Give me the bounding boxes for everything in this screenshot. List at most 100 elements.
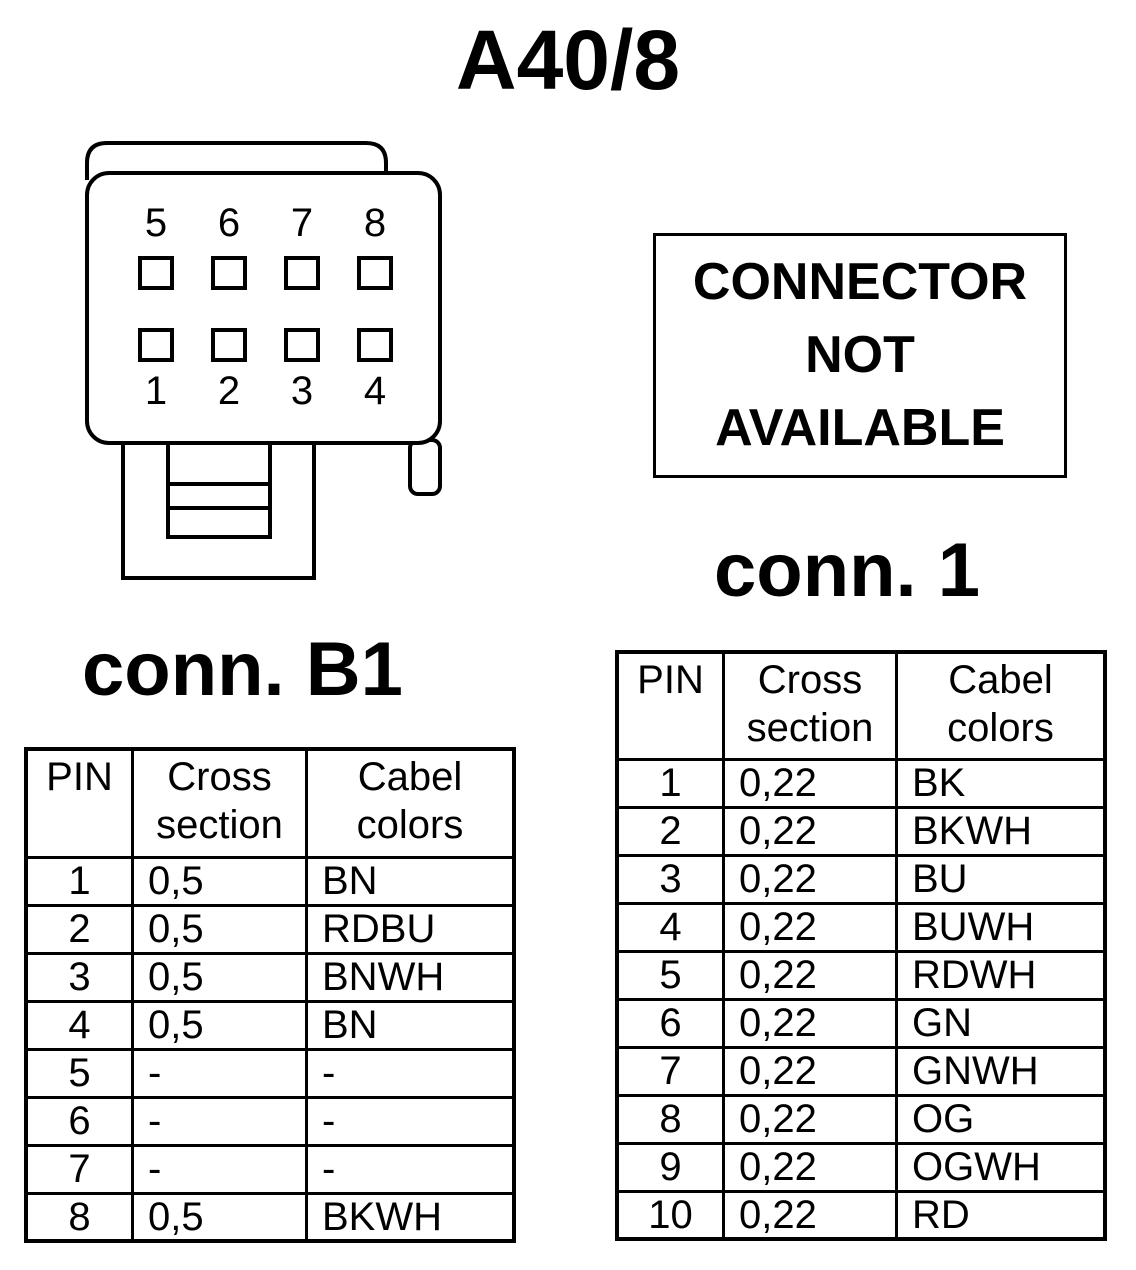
not-available-line: CONNECTOR xyxy=(692,253,1028,311)
cross-section-cell: 0,22 xyxy=(722,949,898,1001)
cross-section-cell: 0,22 xyxy=(722,1189,898,1241)
cable-color-cell: BUWH xyxy=(895,901,1107,953)
cable-color-cell: GN xyxy=(895,997,1107,1049)
pin-number-label: 3 xyxy=(291,369,313,413)
cross-section-cell: 0,22 xyxy=(722,1093,898,1145)
cable-color-cell: OGWH xyxy=(895,1141,1107,1193)
connector-cable-exit xyxy=(121,443,316,580)
table-row: 7-- xyxy=(24,1143,516,1195)
cross-section-cell: 0,22 xyxy=(722,901,898,953)
cross-section-cell: 0,22 xyxy=(722,805,898,857)
cross-section-cell: 0,5 xyxy=(131,951,308,1003)
cable-color-cell: BN xyxy=(305,855,516,907)
pin-number-label: 2 xyxy=(218,369,240,413)
pin-square xyxy=(138,328,174,362)
pin-square xyxy=(211,256,247,290)
cable-color-cell: GNWH xyxy=(895,1045,1107,1097)
pin-cell: 3 xyxy=(24,951,134,1003)
conn-1-label: conn. 1 xyxy=(714,528,981,613)
conn-b1-label: conn. B1 xyxy=(82,627,403,712)
pin-cell: 7 xyxy=(615,1045,725,1097)
cross-section-cell: 0,22 xyxy=(722,997,898,1049)
pin-number-label: 1 xyxy=(145,369,167,413)
cable-color-cell: BNWH xyxy=(305,951,516,1003)
pin-cell: 4 xyxy=(615,901,725,953)
connector-not-available-box: CONNECTOR NOT AVAILABLE xyxy=(653,233,1067,478)
pin-cell: 2 xyxy=(615,805,725,857)
cable-color-cell: - xyxy=(305,1143,516,1195)
cable-color-cell: BU xyxy=(895,853,1107,905)
pin-square xyxy=(138,256,174,290)
cross-section-cell: 0,5 xyxy=(131,855,308,907)
cable-color-cell: RDWH xyxy=(895,949,1107,1001)
cross-section-cell: 0,5 xyxy=(131,1191,308,1243)
cable-color-cell: BK xyxy=(895,757,1107,809)
table-row: 5-- xyxy=(24,1047,516,1099)
cross-section-cell: - xyxy=(131,1047,308,1099)
table-row: 6-- xyxy=(24,1095,516,1147)
cross-section-cell: - xyxy=(131,1143,308,1195)
cross-section-cell: 0,22 xyxy=(722,1141,898,1193)
pin-cell: 1 xyxy=(615,757,725,809)
cable-color-cell: OG xyxy=(895,1093,1107,1145)
cable-color-cell: BN xyxy=(305,999,516,1051)
pin-cell: 10 xyxy=(615,1189,725,1241)
pin-square xyxy=(357,256,393,290)
cable-color-cell: BKWH xyxy=(895,805,1107,857)
pin-square xyxy=(284,328,320,362)
pin-cell: 4 xyxy=(24,999,134,1051)
pin-number-label: 8 xyxy=(364,201,386,245)
cross-section-cell: 0,22 xyxy=(722,757,898,809)
not-available-line: NOT xyxy=(805,326,915,384)
cross-section-cell: - xyxy=(131,1095,308,1147)
pin-cell: 1 xyxy=(24,855,134,907)
pin-cell: 5 xyxy=(615,949,725,1001)
cross-section-cell: 0,22 xyxy=(722,853,898,905)
pin-header: PIN xyxy=(615,650,725,761)
pin-number-label: 6 xyxy=(218,201,240,245)
pin-number-label: 7 xyxy=(291,201,313,245)
pin-square xyxy=(284,256,320,290)
not-available-line: AVAILABLE xyxy=(715,399,1005,457)
cross-section-cell: 0,22 xyxy=(722,1045,898,1097)
pin-cell: 6 xyxy=(24,1095,134,1147)
cross-section-cell: 0,5 xyxy=(131,999,308,1051)
pin-square xyxy=(357,328,393,362)
cable-color-cell: BKWH xyxy=(305,1191,516,1243)
cable-color-cell: RD xyxy=(895,1189,1107,1241)
cable-color-cell: - xyxy=(305,1095,516,1147)
connector-housing xyxy=(85,171,442,445)
pin-cell: 9 xyxy=(615,1141,725,1193)
pin-cell: 6 xyxy=(615,997,725,1049)
pin-cell: 8 xyxy=(24,1191,134,1243)
pin-square xyxy=(211,328,247,362)
pin-header: PIN xyxy=(24,747,134,859)
connector-back-housing xyxy=(85,141,388,180)
pin-cell: 8 xyxy=(615,1093,725,1145)
pin-cell: 2 xyxy=(24,903,134,955)
connector-title: A40/8 xyxy=(455,13,681,107)
pin-cell: 7 xyxy=(24,1143,134,1195)
cross-section-cell: 0,5 xyxy=(131,903,308,955)
